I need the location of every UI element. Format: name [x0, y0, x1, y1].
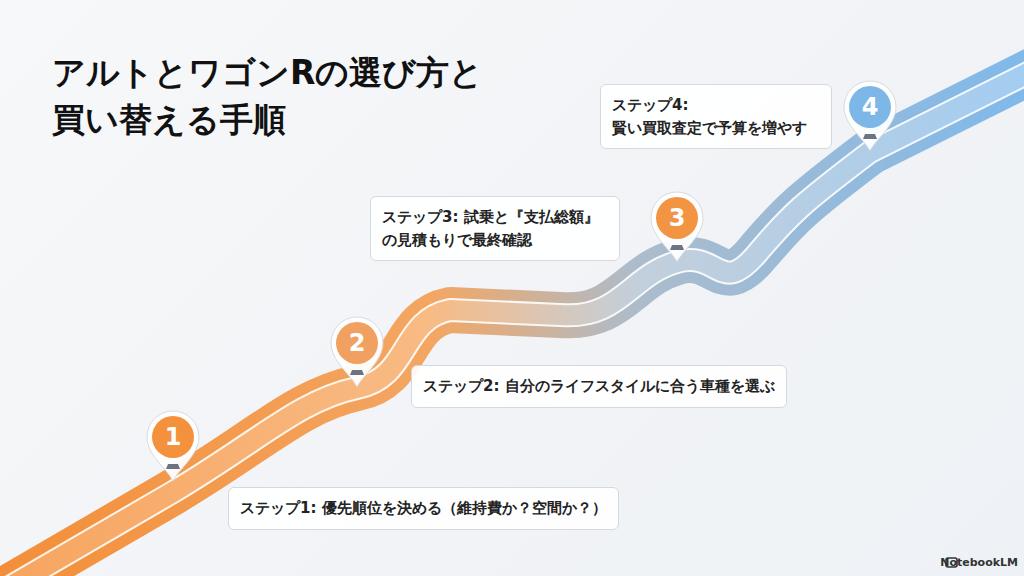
step-text: ステップ4: 賢い買取査定で予算を増やす	[612, 94, 820, 139]
map-pin: 4	[842, 79, 898, 153]
callout-number: 4	[842, 93, 898, 121]
step-text: ステップ2: 自分のライフスタイルに合う車種を選ぶ	[423, 375, 775, 398]
step-text: ステップ3: 試乗と『支払総額』の見積もりで最終確認	[382, 206, 608, 251]
callout-number: 2	[329, 329, 385, 357]
step-text: ステップ1: 優先順位を決める（維持費か？空間か？）	[240, 497, 607, 520]
step-box: ステップ4: 賢い買取査定で予算を増やす	[600, 84, 832, 149]
watermark: NotebookLM	[940, 556, 1018, 569]
step-box: ステップ2: 自分のライフスタイルに合う車種を選ぶ	[411, 365, 787, 408]
map-pin: 3	[649, 190, 705, 264]
step-box: ステップ1: 優先順位を決める（維持費か？空間か？）	[228, 487, 619, 530]
callout-number: 3	[649, 204, 705, 232]
map-pin: 2	[329, 315, 385, 389]
step-box: ステップ3: 試乗と『支払総額』の見積もりで最終確認	[370, 196, 620, 261]
diagram-title: アルトとワゴンRの選び方と 買い替える手順	[52, 50, 502, 144]
map-pin: 1	[145, 409, 201, 483]
callout-number: 1	[145, 423, 201, 451]
